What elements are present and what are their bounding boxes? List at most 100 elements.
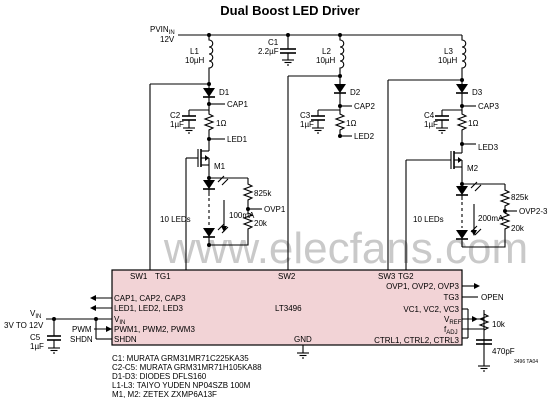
pin-tg2: TG2 [398,272,414,281]
note-4: L1-L3: TAIYO YUDEN NP04SZB 100M [112,381,251,390]
c1-ref: C1 [268,38,279,47]
shdn-signal: SHDN [70,335,93,344]
diagram-title: Dual Boost LED Driver [220,3,359,18]
rc-c-value: 470pF [492,347,515,356]
pin-vc123: VC1, VC2, VC3 [403,305,459,314]
ovp2-rtop: 825k [511,193,529,202]
net-cap3: CAP3 [478,102,499,111]
input-capacitor-c1: C1 2.2µF [258,35,296,66]
c5-ref: C5 [30,333,41,342]
led-current-2: 200mA [478,214,504,223]
pin-sw1: SW1 [130,272,148,281]
l3-value: 10µH [438,56,458,65]
right-signals: OPEN 10k 470pF [462,283,515,372]
sense-resistor-2 [334,110,346,136]
net-cap2: CAP2 [354,102,375,111]
diode-d1 [203,88,215,97]
sense-resistor-3 [456,110,468,150]
ovp1-rbot: 20k [254,219,268,228]
led-current-1: 100mA [229,211,255,220]
ovp2-net: OVP2-3 [519,207,548,216]
diode-d3 [456,84,468,93]
r-sense-2: 1Ω [346,119,356,128]
tg3-open: OPEN [481,293,504,302]
led-top-1 [203,180,215,189]
left-signals: VIN 3V TO 12V C5 1µF PWM SHDN [4,295,112,354]
vin-label: VIN [30,309,41,320]
l2-ref: L2 [322,47,331,56]
pwm-signal: PWM [72,325,92,334]
led-count-2: 10 LEDs [413,215,444,224]
pin-vref: VREF [444,315,462,326]
d3-ref: D3 [472,88,483,97]
c2-ref: C2 [170,111,181,120]
note-2: C2-C5: MURATA GRM31MR71H105KA88 [112,363,262,372]
pin-ctrl123: CTRL1, CTRL2, CTRL3 [374,336,459,345]
diode-d2 [334,84,346,93]
pin-tg3: TG3 [443,293,459,302]
inductor-l2 [339,35,345,76]
pin-cap123: CAP1, CAP2, CAP3 [114,294,186,303]
m1-ref: M1 [214,162,226,171]
led-top-2 [456,186,468,195]
supply-rail: PVININ 12V [150,25,463,44]
pin-led123: LED1, LED2, LED3 [114,304,183,313]
bom-notes: C1: MURATA GRM31MR71C225KA35 C2-C5: MURA… [112,354,262,399]
pin-tg1: TG1 [155,272,171,281]
pin-gnd: GND [294,335,312,344]
pin-sw3: SW3 [378,272,396,281]
c3-value: 1µF [300,120,314,129]
lt3496-ic: SW1 TG1 SW2 SW3 TG2 CAP1, CAP2, CAP3 LED… [111,269,463,346]
c4-value: 1µF [424,120,438,129]
c4-ref: C4 [424,111,435,120]
r-sense-3: 1Ω [468,119,478,128]
channel-1: L1 10µH D1 CAP1 C2 1µF 1Ω LED1 [149,35,286,270]
pin-fadj: fADJ [444,325,458,336]
rc-r-value: 10k [492,320,506,329]
note-5: M1, M2: ZETEX ZXMP6A13F [112,390,217,399]
c1-value: 2.2µF [258,47,279,56]
supply-net-label: PVININ [150,25,175,36]
net-led2: LED2 [354,132,375,141]
note-1: C1: MURATA GRM31MR71C225KA35 [112,354,249,363]
c2-value: 1µF [170,120,184,129]
net-cap1: CAP1 [227,100,248,109]
r-sense-1: 1Ω [216,119,226,128]
m2-ref: M2 [467,164,479,173]
ovp-divider-1 [209,178,254,246]
figure-code: 3496 TA04 [514,359,538,365]
ground-pin [297,345,309,359]
d2-ref: D2 [350,88,361,97]
led-count-1: 10 LEDs [160,215,191,224]
ovp2-rbot: 20k [511,224,525,233]
led-bottom-1 [203,228,215,237]
l1-value: 10µH [185,56,205,65]
l3-ref: L3 [444,47,453,56]
ovp1-net: OVP1 [264,205,286,214]
net-led1: LED1 [227,135,248,144]
inductor-l1 [208,35,214,84]
ic-part-name: LT3496 [275,304,302,313]
channel-3: L3 10µH D3 CAP3 C4 1µF 1Ω LED3 [387,38,548,270]
pin-ovp123: OVP1, OVP2, OVP3 [386,282,459,291]
pin-pwm123: PWM1, PWM2, PWM3 [114,325,195,334]
ovp1-rtop: 825k [254,189,272,198]
watermark: www.elecfans.com [163,224,528,273]
pin-vin: VIN [114,315,125,326]
pin-shdn: SHDN [114,335,137,344]
l2-value: 10µH [316,56,336,65]
rc-resistor [478,313,490,331]
vin-range: 3V TO 12V [4,321,44,330]
note-3: D1-D3: DIODES DFLS160 [112,372,207,381]
channel-2: L2 10µH D2 CAP2 C3 1µF 1Ω LED2 [287,35,375,270]
sense-resistor-1 [203,110,215,144]
supply-voltage: 12V [160,35,175,44]
net-led3: LED3 [478,143,499,152]
d1-ref: D1 [219,88,230,97]
led-bottom-2 [456,230,468,239]
pin-sw2: SW2 [278,272,296,281]
l1-ref: L1 [190,47,199,56]
inductor-l3 [461,38,467,80]
c5-value: 1µF [30,342,44,351]
